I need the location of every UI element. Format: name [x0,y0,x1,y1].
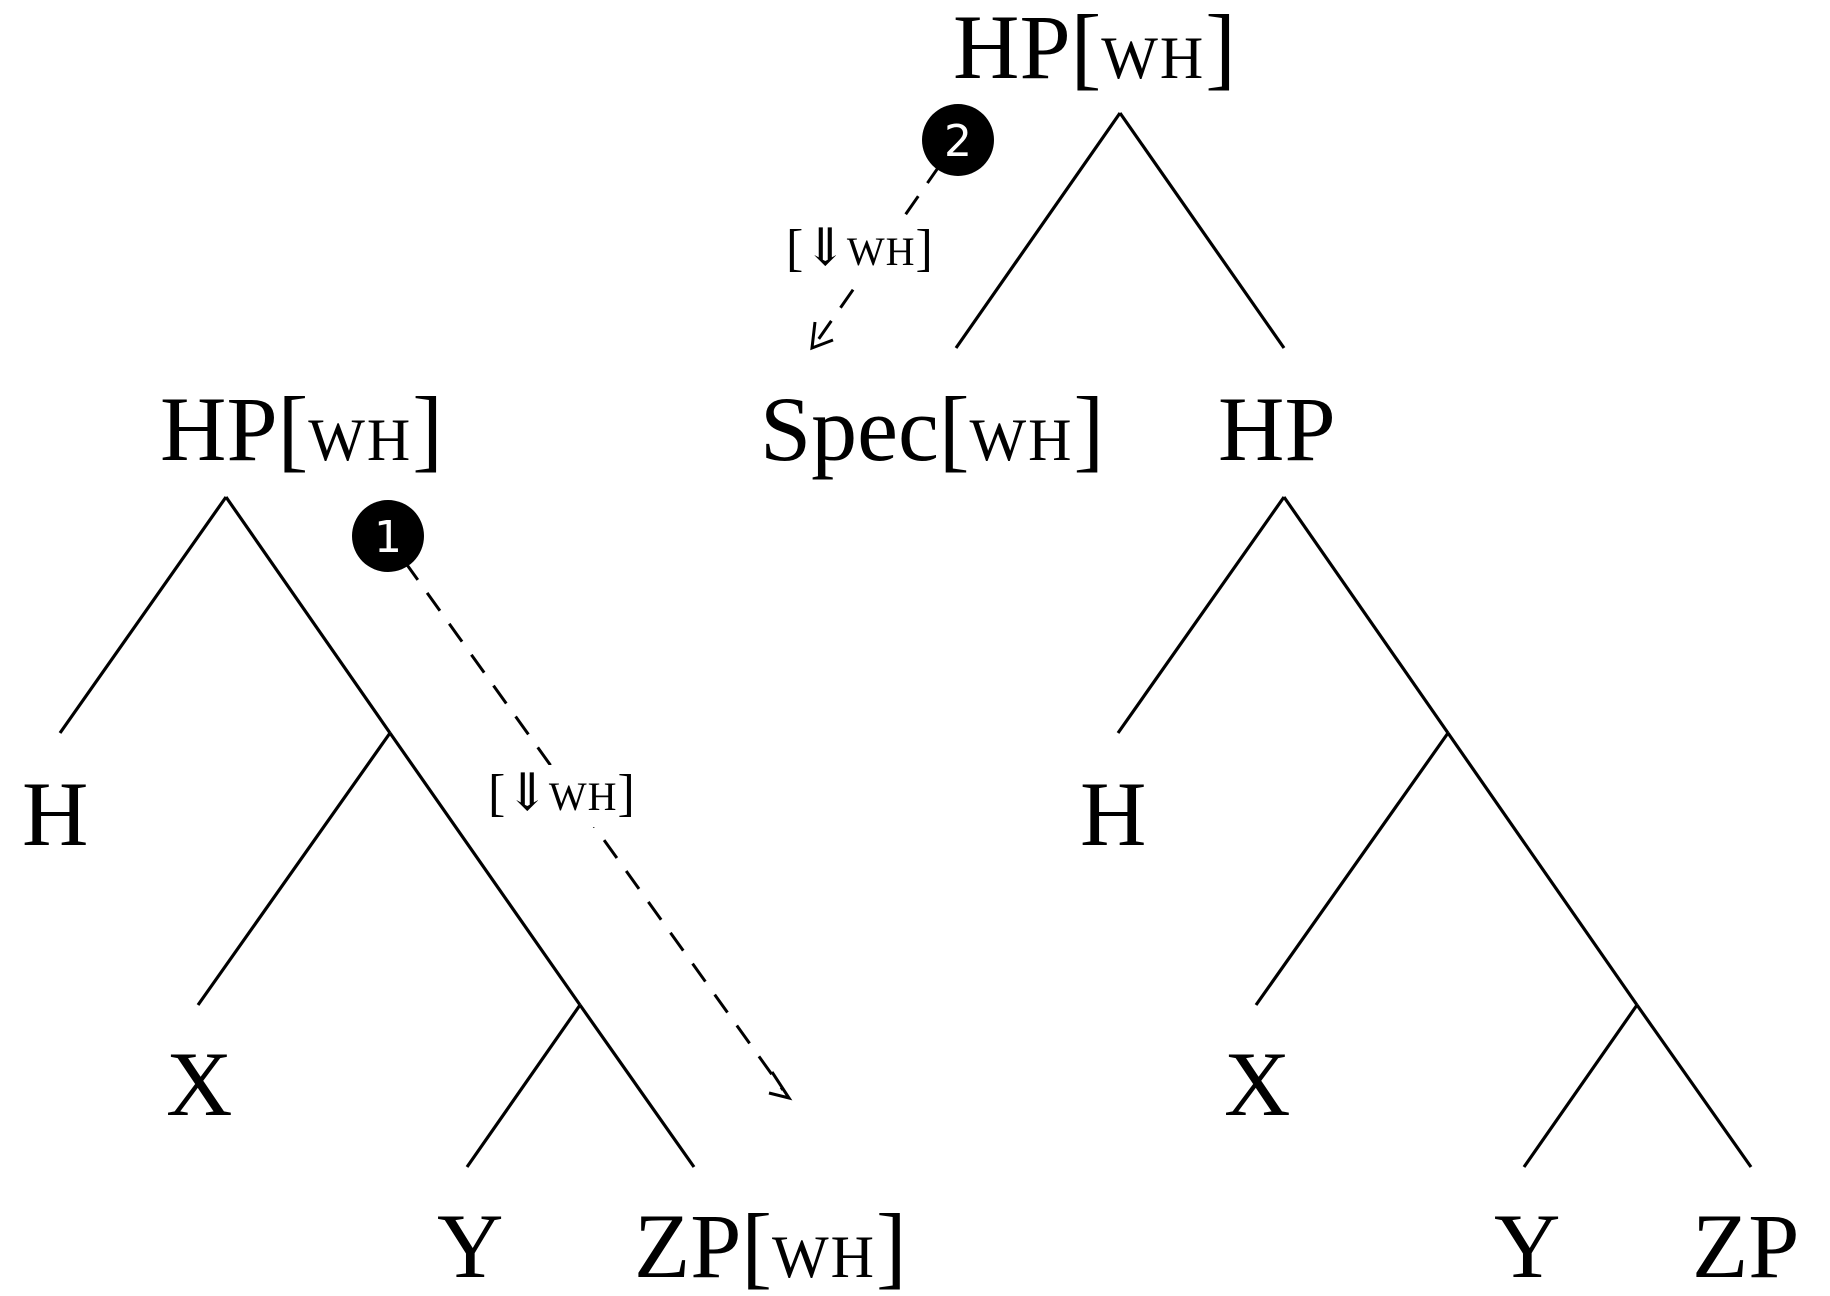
right-edge-hbar-x [1254,732,1450,1006]
annotation-step-1: 1 [⇓WH] [352,500,793,1101]
step-1-feature-label: [⇓WH] [488,765,635,822]
right-hp-label: HP [1218,378,1336,480]
right-root-label: HP[WH] [953,0,1236,98]
left-root-feature: WH [308,407,412,473]
left-root-open-bracket: [ [278,378,309,480]
right-spec-category: Spec [760,378,939,480]
left-edge-hbar-xbar [388,732,582,1006]
right-tree: HP[WH] Spec[WH] HP H X Y ZP [760,0,1799,1296]
step-2-marker [922,104,994,176]
step-2-open-bracket: [ [786,220,803,277]
step-2-close-bracket: ] [916,220,933,277]
left-root-category: HP [160,378,278,480]
left-x-label: X [166,1033,232,1135]
right-spec-feature: WH [969,407,1073,473]
step-2-label-bg [784,220,962,282]
left-root-label: HP[WH] [160,378,443,480]
left-edge-xbar-zp [578,1004,696,1168]
annotation-step-2: 2 [⇓WH] [784,104,994,351]
right-edge-hbar-xbar [1446,732,1639,1006]
right-spec-open-bracket: [ [939,378,970,480]
right-x-label: X [1224,1033,1290,1135]
step-1-open-bracket: [ [488,765,505,822]
step-1-number: 1 [374,512,402,563]
right-edge-root-spec [954,112,1122,349]
left-edge-root-hbar [224,496,392,734]
right-edge-xbar-y [1522,1004,1639,1168]
right-y-label: Y [1494,1195,1560,1296]
right-root-close-bracket: ] [1205,0,1236,98]
step-2-number: 2 [944,116,972,167]
agree-arrowhead-1 [768,1071,793,1101]
left-zp-close-bracket: ] [876,1195,907,1296]
right-edge-hp-h [1116,496,1286,734]
right-edge-xbar-zp [1635,1004,1753,1168]
right-spec-close-bracket: ] [1073,378,1104,480]
agree-arrowhead-2 [810,321,834,351]
left-head-label: H [22,763,88,865]
step-1-label-bg [486,765,664,827]
left-tree: HP[WH] H X Y ZP[WH] [22,378,907,1296]
left-edge-root-h [58,496,228,734]
step-2-feature-label: [⇓WH] [786,220,933,277]
right-root-category: HP [953,0,1071,98]
step-1-feature: WH [549,774,618,819]
left-zp-feature: WH [772,1224,876,1290]
step-1-close-bracket: ] [618,765,635,822]
left-edge-hbar-x [196,732,392,1006]
left-zp-label: ZP[WH] [634,1195,907,1296]
left-root-close-bracket: ] [412,378,443,480]
right-spec-label: Spec[WH] [760,378,1104,480]
step-2-arrow-symbol: ⇓ [803,220,847,277]
right-zp-label: ZP [1692,1195,1799,1296]
right-edge-hp-hbar [1282,496,1450,734]
right-edge-root-hp [1118,112,1286,349]
right-head-label: H [1080,763,1146,865]
left-y-label: Y [437,1195,503,1296]
step-2-feature: WH [847,229,916,274]
left-zp-open-bracket: [ [741,1195,772,1296]
left-zp-category: ZP [634,1195,741,1296]
step-1-marker [352,500,424,572]
right-root-feature: WH [1101,25,1205,91]
step-1-arrow-symbol: ⇓ [505,765,549,822]
right-root-open-bracket: [ [1071,0,1102,98]
left-edge-xbar-y [465,1004,582,1168]
